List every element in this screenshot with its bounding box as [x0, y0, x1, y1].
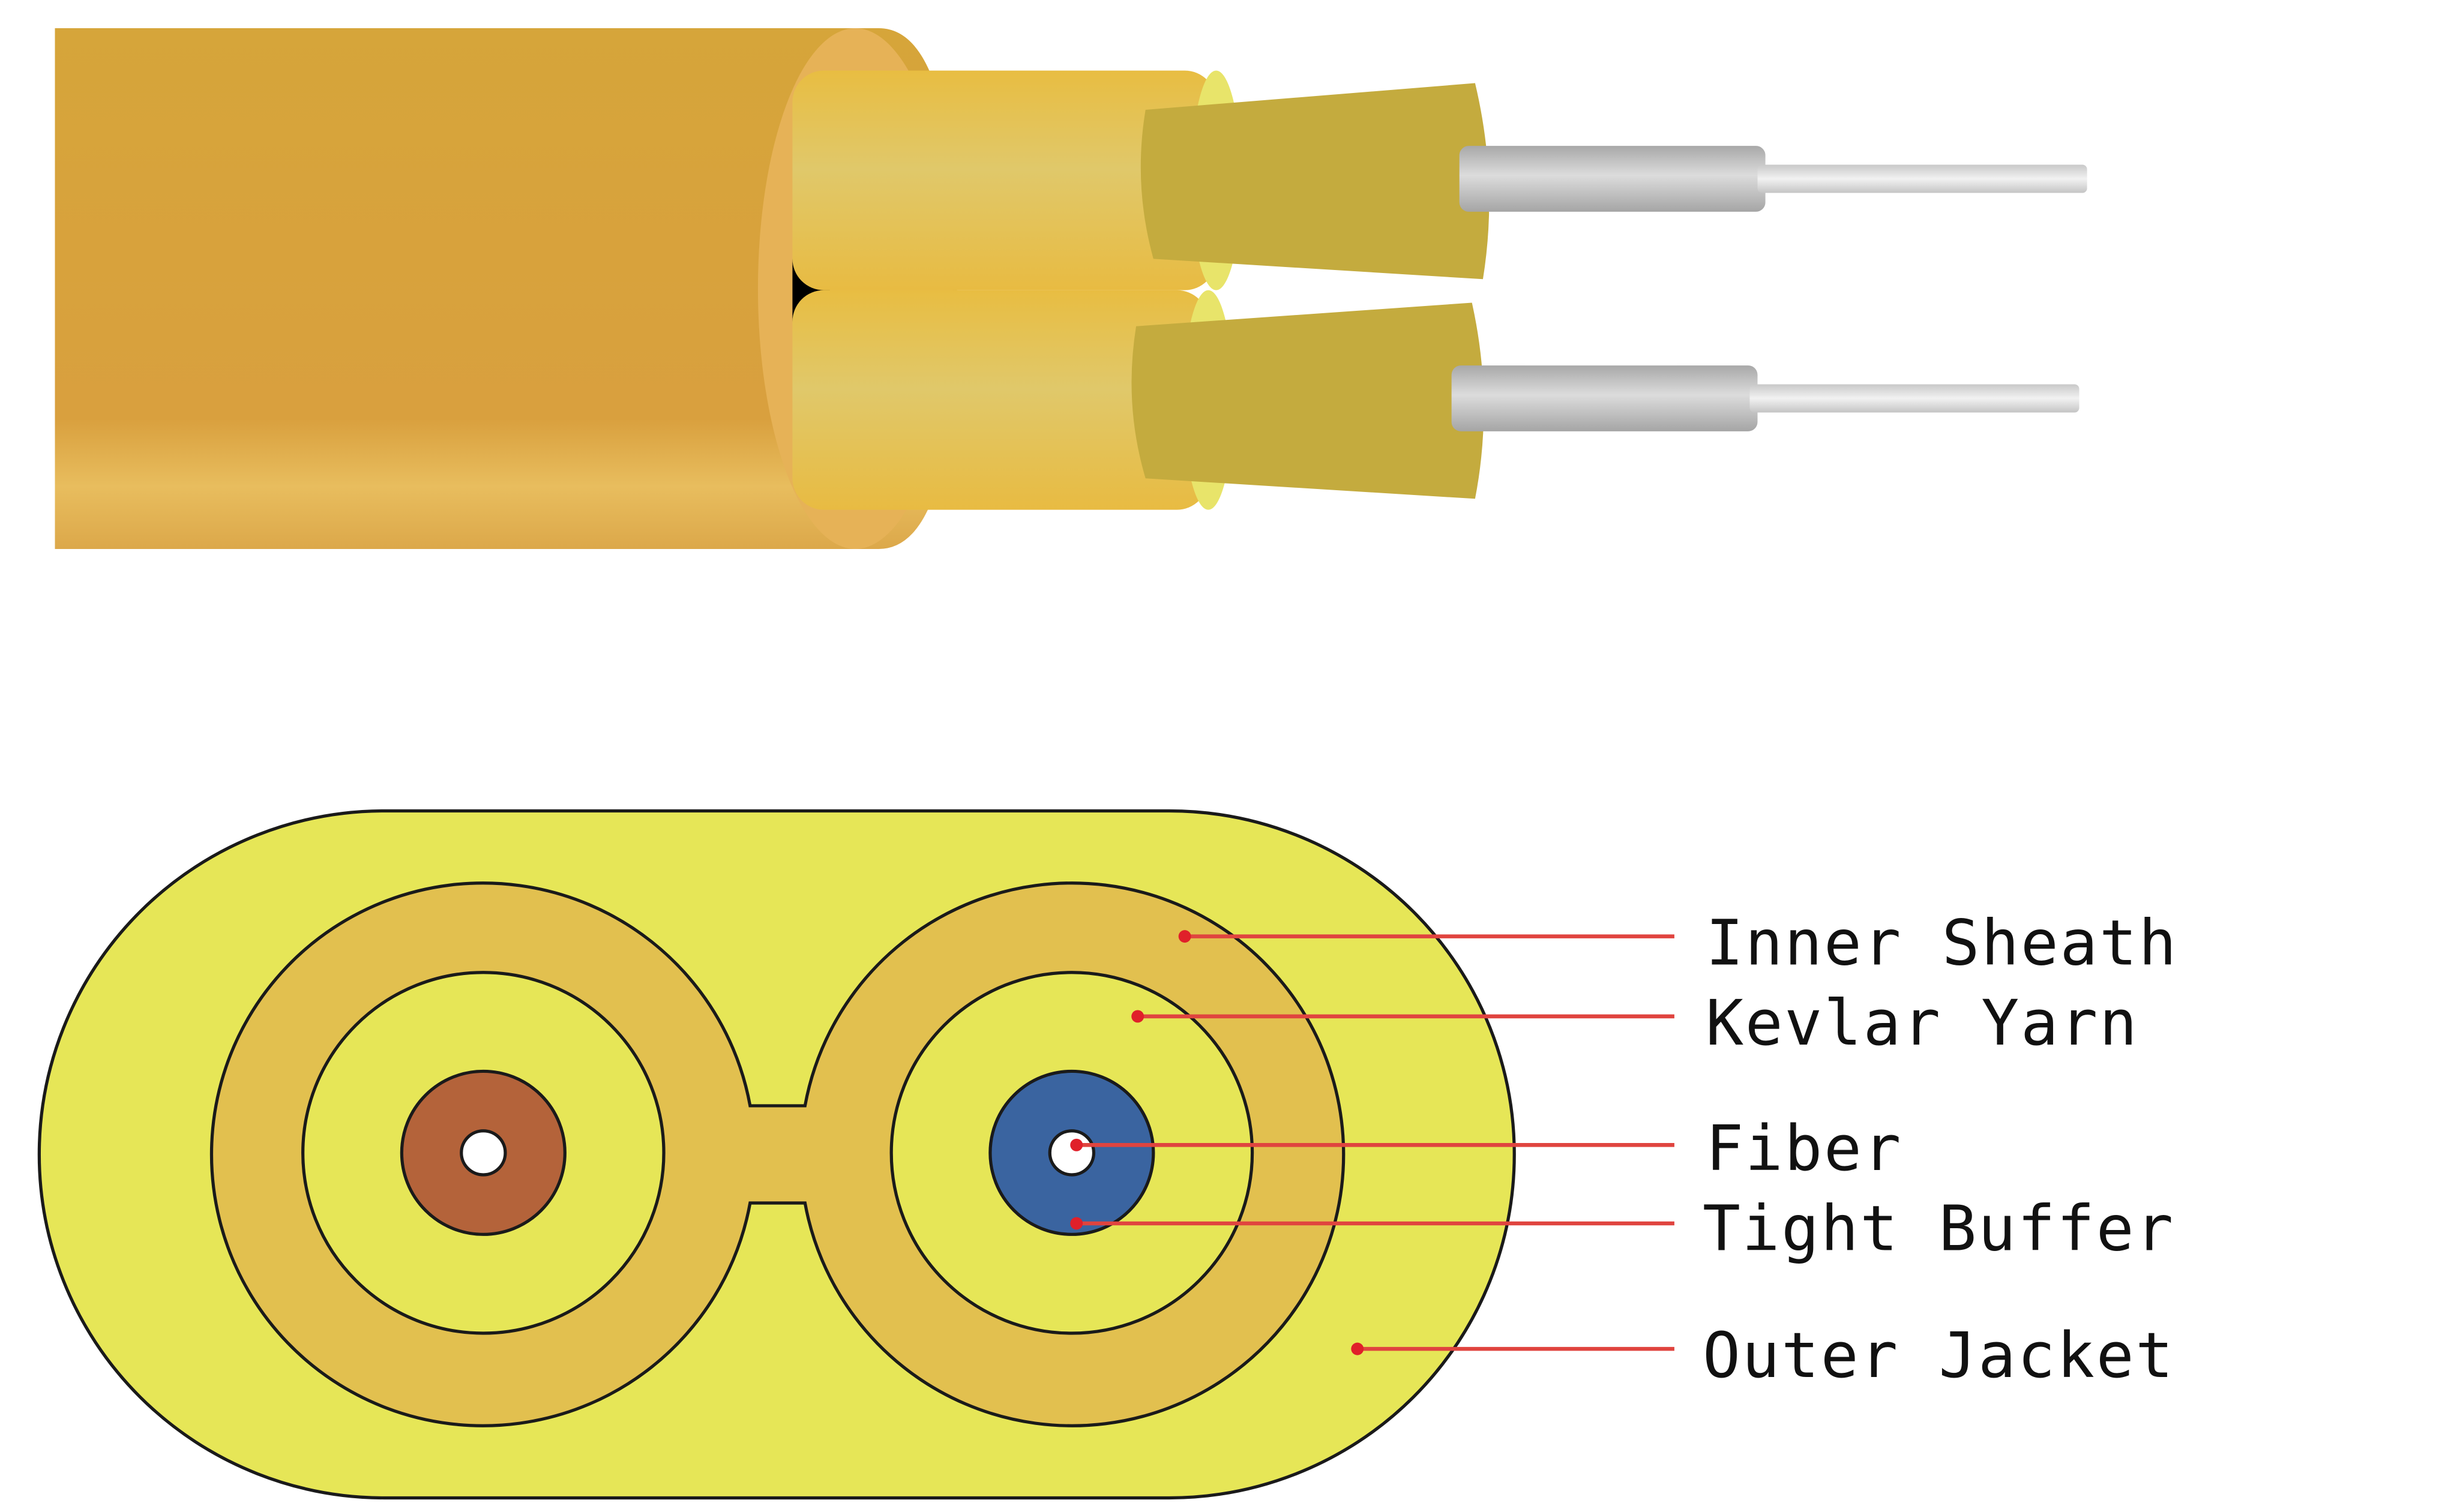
tight-buffer-lower: [1451, 365, 1758, 431]
fiber-lower: [1749, 384, 2080, 413]
callout-fiber: Fiber: [1070, 1112, 1902, 1185]
label-inner-sheath: Inner Sheath: [1706, 907, 2178, 980]
callout-outer-jacket: Outer Jacket: [1351, 1319, 2175, 1392]
cable-cross-section: [37, 809, 1516, 1500]
label-tight-buffer: Tight Buffer: [1703, 1192, 2175, 1265]
label-fiber: Fiber: [1706, 1112, 1902, 1185]
label-outer-jacket: Outer Jacket: [1703, 1319, 2175, 1392]
callout-kevlar-yarn: Kevlar Yarn: [1131, 986, 2138, 1060]
tight-buffer-upper: [1459, 146, 1766, 212]
fiber-right: [1048, 1129, 1096, 1177]
outer-jacket-side: [55, 28, 957, 549]
fiber-upper: [1757, 164, 2087, 193]
callout-tight-buffer: Tight Buffer: [1070, 1192, 2175, 1265]
callout-inner-sheath: Inner Sheath: [1178, 907, 2178, 980]
cable-side-view: [55, 28, 2087, 549]
kevlar-yarn-upper: [1140, 83, 1490, 280]
label-kevlar-yarn: Kevlar Yarn: [1706, 986, 2138, 1060]
kevlar-yarn-lower: [1131, 302, 1484, 499]
fiber-left: [460, 1129, 507, 1177]
